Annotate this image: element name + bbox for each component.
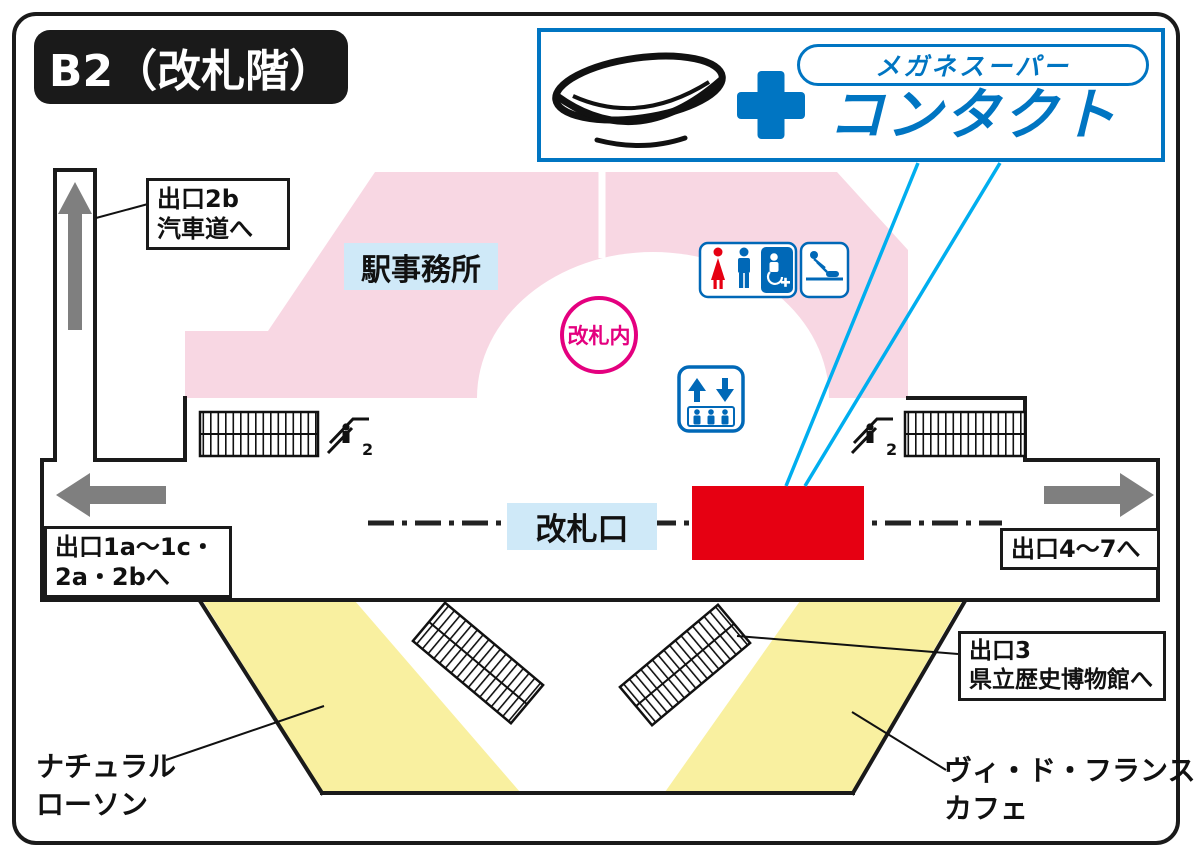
ticket-gates-label: 改札口 xyxy=(507,503,657,550)
label-line: ヴィ・ド・フランス xyxy=(944,754,1196,787)
store-highlight xyxy=(692,486,864,560)
label-line: 2a・2bへ xyxy=(55,563,170,591)
label-line: 出口3 xyxy=(969,638,1032,664)
exit-1-label: 出口1a〜1c・ 2a・2bへ xyxy=(44,526,232,598)
brand-name: メガネスーパー xyxy=(797,44,1149,86)
accessible-toilet-icon xyxy=(761,247,793,293)
exit-4-7-label: 出口4〜7へ xyxy=(1000,528,1160,570)
escalator-left-count: 2 xyxy=(362,440,373,459)
shop-area-left xyxy=(203,601,520,792)
contact-lens-icon xyxy=(552,52,805,148)
female-icon xyxy=(711,247,725,289)
male-icon xyxy=(738,247,750,288)
exit-up-arrow xyxy=(58,182,92,330)
stairs-bottom-left xyxy=(411,600,545,726)
label-line: カフェ xyxy=(944,791,1029,825)
escalator-right-count: 2 xyxy=(886,440,897,459)
plus-icon xyxy=(737,71,805,139)
label-pointer-lines xyxy=(95,203,959,771)
label-line: 県立歴史博物館へ xyxy=(969,666,1153,693)
stairs-bottom-right xyxy=(618,602,752,728)
exit-3-label: 出口3 県立歴史博物館へ xyxy=(958,631,1166,701)
shop-vie-de-france-label: ヴィ・ド・フランス カフェ xyxy=(944,752,1195,828)
label-line: 出口2b xyxy=(157,185,239,213)
restroom-icons xyxy=(698,241,850,299)
inside-gates-badge: 改札内 xyxy=(560,296,638,374)
escalator-right-icon xyxy=(850,417,893,455)
label-line: 出口1a〜1c・ xyxy=(55,533,215,561)
map-border xyxy=(12,12,1180,845)
stairs-top-left xyxy=(198,410,320,458)
elevator-icon xyxy=(677,365,745,433)
station-office-label: 駅事務所 xyxy=(344,243,498,290)
label-line: ナチュラル xyxy=(36,750,177,783)
exit-2b-label: 出口2b 汽車道へ xyxy=(146,178,290,250)
floor-badge: B2（改札階） xyxy=(34,30,348,104)
store-callout-lines xyxy=(784,162,1002,487)
label-line: ローソン xyxy=(36,787,149,821)
baby-care-icon xyxy=(806,251,843,281)
shop-natural-lawson-label: ナチュラル ローソン xyxy=(36,748,176,824)
store-logo-box: メガネスーパー コンタクト xyxy=(537,28,1165,162)
label-line: 汽車道へ xyxy=(157,215,253,243)
exit-right-arrow xyxy=(1044,473,1154,517)
stairs-top-right xyxy=(903,410,1027,458)
product-name: コンタクト xyxy=(828,83,1118,148)
label-line: 出口4〜7へ xyxy=(1011,535,1141,563)
escalator-left-icon xyxy=(326,417,369,455)
exit-left-arrow xyxy=(56,473,166,517)
